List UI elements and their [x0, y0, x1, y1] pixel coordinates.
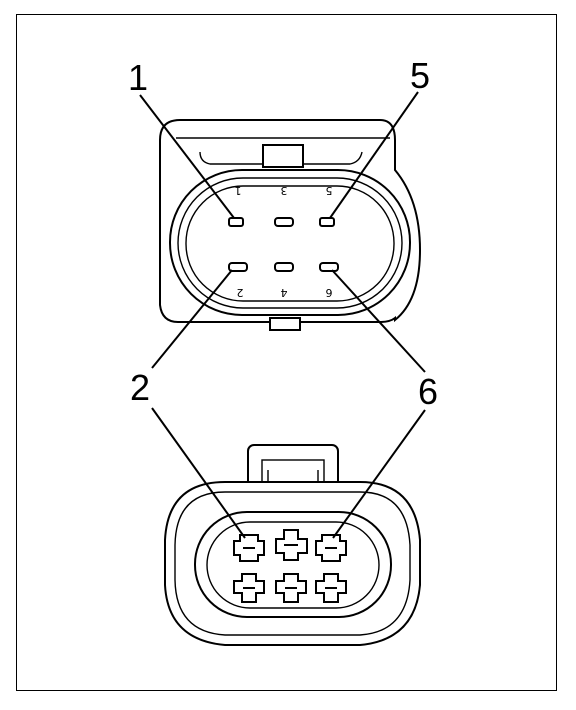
top-connector-oval-inner — [185, 185, 395, 302]
leader-line-5 — [329, 91, 419, 219]
leader-line-6-lower — [332, 409, 426, 539]
leader-line-6-upper — [331, 269, 426, 373]
pin-1 — [228, 217, 244, 227]
top-connector-oval-outer — [169, 169, 411, 316]
figure-border — [16, 14, 557, 691]
callout-6: 6 — [418, 371, 438, 412]
cavity-number-5: 5 — [326, 184, 333, 197]
cavity-number-2: 2 — [237, 286, 244, 299]
top-connector-oval-middle — [177, 177, 403, 309]
leader-lines — [139, 91, 426, 539]
callout-2: 2 — [130, 367, 150, 408]
top-latch-tab — [262, 144, 304, 168]
cavity-number-4: 4 — [281, 286, 288, 299]
pin-5 — [319, 217, 335, 227]
terminal-cavities — [233, 529, 347, 603]
bottom-connector-oval-inner — [206, 521, 380, 609]
bottom-connector — [164, 444, 421, 646]
leader-line-2-lower — [151, 407, 246, 539]
bottom-key-tab — [269, 317, 301, 331]
pin-3 — [274, 217, 294, 227]
callout-5: 5 — [410, 55, 430, 96]
cavity-number-6: 6 — [326, 286, 333, 299]
leader-line-1 — [139, 94, 235, 219]
pin-6 — [319, 262, 339, 272]
cavity-number-3: 3 — [281, 184, 288, 197]
pin-2 — [228, 262, 248, 272]
callout-1: 1 — [128, 57, 148, 98]
top-connector: 1 3 5 2 4 6 — [159, 119, 422, 331]
cavity-number-1: 1 — [235, 184, 242, 197]
leader-line-2-upper — [151, 269, 233, 369]
pin-4 — [274, 262, 294, 272]
